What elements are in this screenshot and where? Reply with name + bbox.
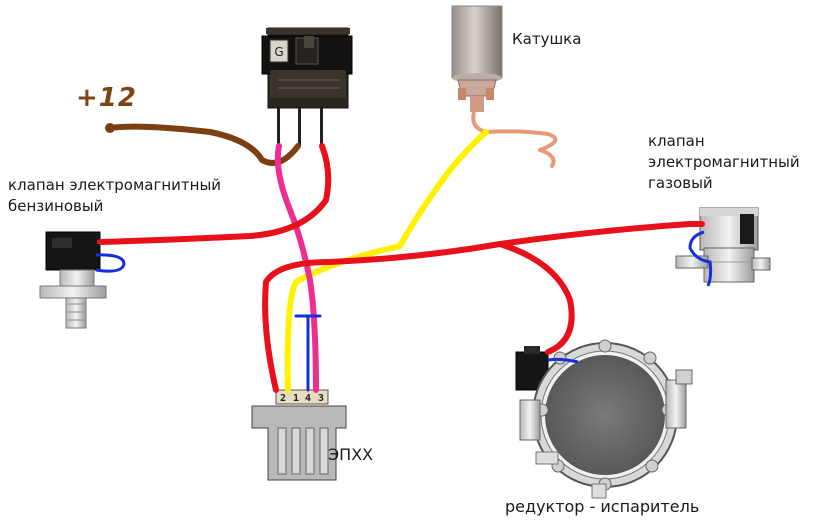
wire-pink <box>274 143 319 393</box>
idle-cutoff-ecu: 2 1 4 3 <box>251 389 347 481</box>
petrol-solenoid-valve <box>39 231 126 329</box>
wire-red-petrol <box>97 143 332 245</box>
gas-valve-label-line3: газовый <box>648 174 713 192</box>
wire-red-reducer <box>497 241 575 355</box>
reducer-evaporator <box>515 339 693 499</box>
wire-power <box>107 123 301 166</box>
wire-coil-lead <box>484 129 558 168</box>
ignition-coil <box>451 5 503 134</box>
ecu-pin-2: 2 <box>280 393 286 404</box>
reducer-label: редуктор - испаритель <box>505 497 700 516</box>
gas-solenoid-valve <box>675 207 771 287</box>
wire-yellow <box>284 129 489 393</box>
ecu-pin-4: 4 <box>305 393 311 404</box>
gas-petrol-switch: G <box>261 27 353 146</box>
svg-text:G: G <box>274 45 283 59</box>
wires <box>97 123 705 393</box>
ecu-label: ЭПХХ <box>328 445 374 464</box>
gas-valve-label-line1: клапан <box>648 132 705 150</box>
power-label: +12 <box>76 83 137 113</box>
ecu-pin-3: 3 <box>318 393 324 404</box>
wire-blue-t <box>294 314 322 392</box>
petrol-valve-label-line2: бензиновый <box>8 197 104 215</box>
ecu-pin-1: 1 <box>293 393 299 404</box>
petrol-valve-label-line1: клапан электромагнитный <box>8 176 222 194</box>
coil-label: Катушка <box>512 30 582 48</box>
wire-red-gas <box>262 221 705 393</box>
gas-valve-label-line2: электромагнитный <box>648 153 800 171</box>
